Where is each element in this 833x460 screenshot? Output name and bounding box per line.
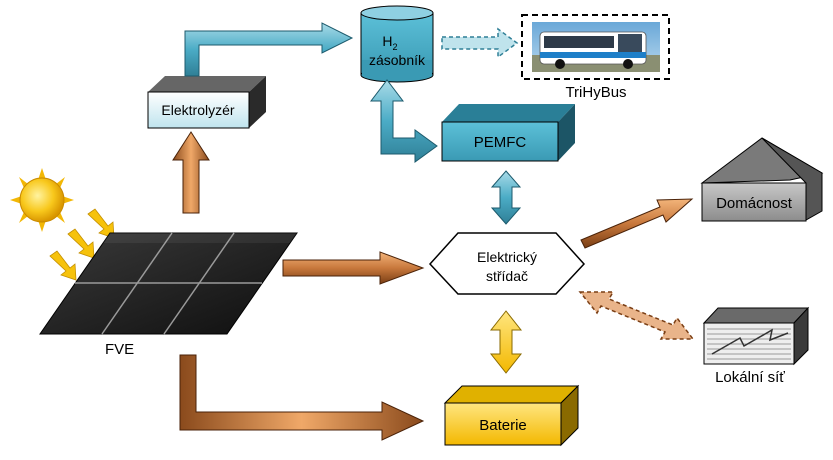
grid-label: Lokální síť (715, 369, 785, 386)
h2-tank-label-zasobnik: zásobník (369, 52, 426, 68)
battery-box: Baterie (443, 384, 580, 447)
arrow-electrolyzer-to-h2 (184, 22, 354, 77)
inverter-label-line2: střídač (486, 268, 528, 284)
arrow-h2-pemfc (369, 79, 438, 163)
pemfc-label: PEMFC (474, 134, 527, 151)
arrow-inverter-to-household (580, 198, 694, 249)
fve-label: FVE (105, 341, 134, 358)
grid-box (702, 306, 810, 366)
h2-tank-label-h: H (382, 33, 392, 49)
electrolyzer-label: Elektrolyzér (161, 102, 234, 118)
electrolyzer-box: Elektrolyzér (147, 76, 266, 129)
house-icon: Domácnost (700, 137, 824, 222)
h2-tank-label-sub: 2 (393, 42, 398, 52)
svg-text:H2: H2 (382, 33, 397, 52)
arrow-h2-to-bus (441, 27, 519, 59)
grid-wave-icon (707, 328, 791, 360)
pemfc-box: PEMFC (441, 104, 575, 162)
arrow-inverter-battery (489, 310, 523, 374)
sun-icon (10, 168, 74, 232)
inverter-hexagon: Elektrický střídač (428, 232, 586, 295)
bus-label: TriHyBus (565, 84, 626, 101)
household-label: Domácnost (716, 195, 793, 212)
bus-icon (532, 22, 660, 72)
arrow-pemfc-inverter (490, 170, 522, 225)
arrow-fve-to-battery (179, 354, 425, 441)
arrow-fve-to-electrolyzer (172, 131, 210, 214)
arrow-fve-to-inverter (282, 251, 425, 285)
arrow-inverter-grid (578, 291, 695, 340)
h2-tank: H2 zásobník (360, 5, 434, 83)
solar-panel-icon (39, 232, 298, 335)
sunlight-arrows (49, 208, 115, 281)
battery-label: Baterie (479, 417, 527, 434)
inverter-label-line1: Elektrický (477, 249, 537, 265)
bus-frame (521, 14, 670, 80)
